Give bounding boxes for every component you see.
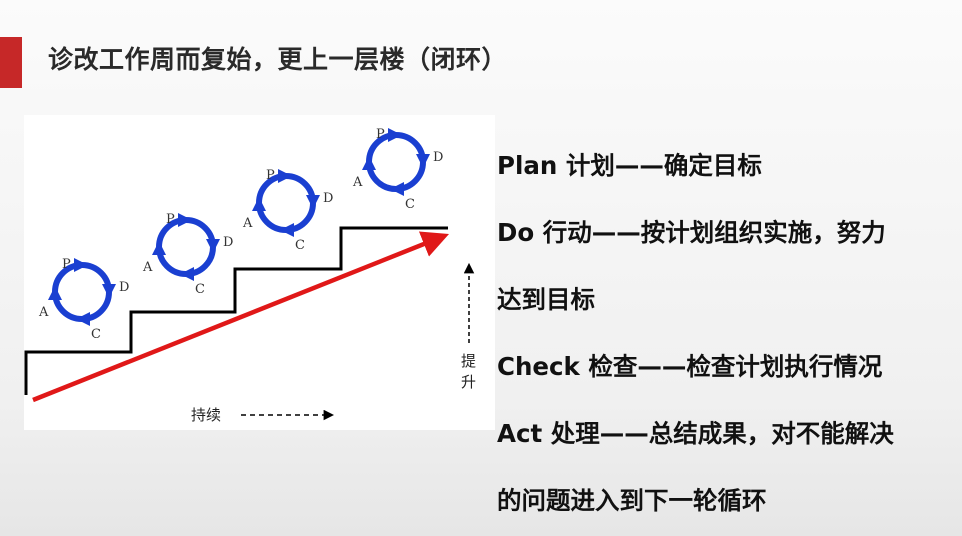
cycle-letter-a: A [142,260,153,275]
act-line-continued: 的问题进入到下一轮循环 [497,486,767,515]
check-line: Check 检查——检查计划执行情况 [497,352,883,381]
pdca-description: Plan 计划——确定目标 Do 行动——按计划组织实施，努力 达到目标 Che… [497,132,957,534]
staircase-line [24,226,448,395]
cycle-letter-a: A [352,175,363,190]
do-line: Do 行动——按计划组织实施，努力 [497,218,886,247]
cycle-letter-d: D [119,280,129,295]
pdca-staircase-diagram: 提 升 持续 P D C A P D C A [24,115,495,430]
act-line: Act 处理——总结成果，对不能解决 [497,419,894,448]
improvement-trend-arrow [32,231,450,403]
pdca-cycle-2: P D C A [142,212,233,297]
continue-label: 持续 [191,406,221,424]
raise-label-top: 提 [461,352,476,370]
pdca-cycle-3: P D C A [242,168,333,253]
diagram-svg: 提 升 持续 P D C A P D C A [24,127,476,424]
do-line-continued: 达到目标 [497,285,595,314]
title-accent-bar [0,37,22,88]
cycle-letter-c: C [405,197,415,212]
cycle-letter-c: C [91,327,101,342]
cycle-letter-p: P [62,257,71,272]
pdca-cycle-1: P D C A [38,257,129,342]
cycle-letter-p: P [166,212,175,227]
cycle-letter-d: D [223,235,233,250]
cycle-letter-d: D [323,191,333,206]
pdca-cycle-4: P D C A [352,127,443,212]
raise-label-bottom: 升 [461,373,476,391]
slide-title: 诊改工作周而复始，更上一层楼（闭环） [48,45,508,74]
cycle-letter-c: C [195,282,205,297]
cycle-letter-p: P [266,168,275,183]
cycle-letter-c: C [295,238,305,253]
cycle-letter-d: D [433,150,443,165]
cycle-letter-a: A [242,216,253,231]
cycle-letter-p: P [376,127,385,142]
plan-line: Plan 计划——确定目标 [497,151,762,180]
cycle-letter-a: A [38,305,49,320]
